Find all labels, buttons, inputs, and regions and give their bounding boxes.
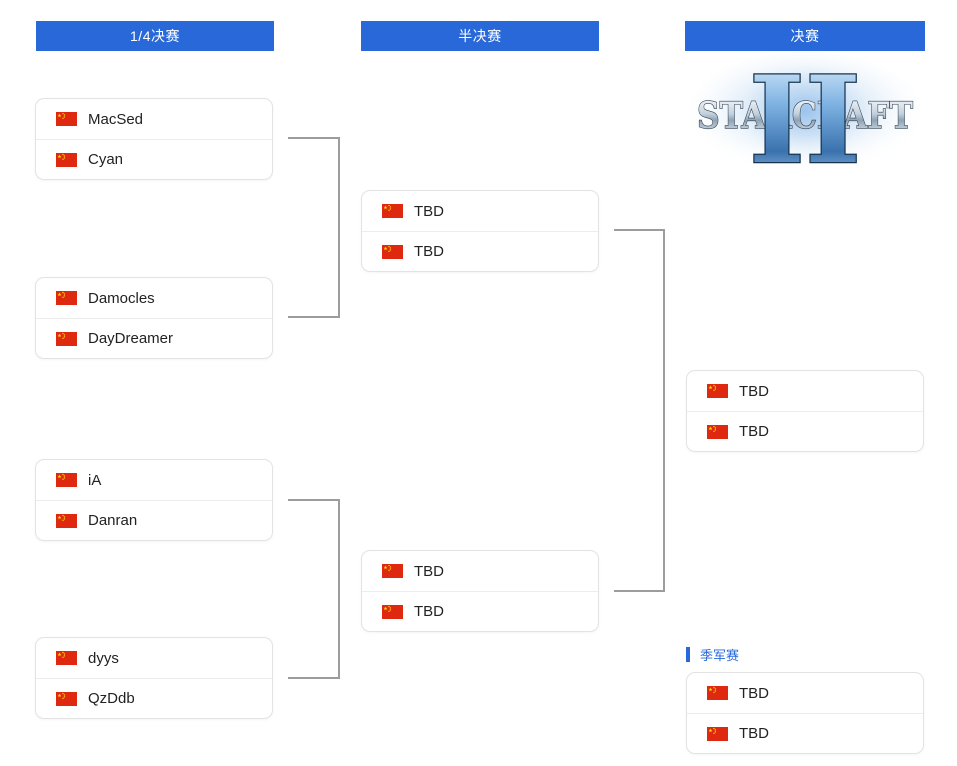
connector-sf1-sf2 bbox=[614, 229, 665, 592]
accent-bar bbox=[686, 646, 690, 662]
player-row: TBD bbox=[687, 713, 923, 753]
player-row: TBD bbox=[362, 591, 598, 631]
player-row: TBD bbox=[362, 551, 598, 591]
player-row: dyys bbox=[36, 638, 272, 678]
player-name: iA bbox=[88, 471, 102, 489]
column-header-finals: 决赛 bbox=[685, 21, 925, 51]
third-place-label: 季军赛 bbox=[686, 646, 740, 663]
china-flag-icon bbox=[707, 424, 728, 439]
china-flag-icon bbox=[56, 651, 77, 665]
starcraft2-logo: STARCRAFT II bbox=[688, 50, 924, 184]
player-name: TBD bbox=[414, 202, 444, 220]
china-flag-icon bbox=[56, 291, 77, 305]
china-flag-icon bbox=[382, 244, 403, 259]
china-flag-icon bbox=[707, 726, 728, 741]
player-row: TBD bbox=[362, 191, 598, 231]
player-name: dyys bbox=[88, 649, 119, 667]
china-flag-icon bbox=[707, 384, 728, 398]
logo-title: STARCRAFT bbox=[697, 95, 913, 137]
player-row: TBD bbox=[687, 673, 923, 713]
china-flag-icon bbox=[382, 604, 403, 619]
third-place-title: 季军赛 bbox=[700, 647, 740, 663]
player-name: MacSed bbox=[88, 110, 144, 128]
player-row: TBD bbox=[687, 371, 923, 411]
china-flag-icon bbox=[56, 112, 77, 126]
column-header-quarterfinals: 1/4决赛 bbox=[36, 21, 274, 51]
logo-numeral: II bbox=[749, 50, 861, 184]
match-qf1: MacSed Cyan bbox=[35, 98, 273, 180]
match-sf2: TBD TBD bbox=[361, 550, 599, 632]
player-name: QzDdb bbox=[88, 690, 135, 707]
player-row: Danran bbox=[36, 500, 272, 540]
china-flag-icon bbox=[382, 564, 403, 578]
player-name: TBD bbox=[739, 725, 769, 742]
match-third-place: TBD TBD bbox=[686, 672, 924, 754]
player-name: TBD bbox=[414, 603, 444, 620]
player-row: MacSed bbox=[36, 99, 272, 139]
player-row: TBD bbox=[687, 411, 923, 451]
china-flag-icon bbox=[56, 473, 77, 487]
player-row: Cyan bbox=[36, 139, 272, 179]
player-name: TBD bbox=[739, 684, 769, 702]
match-qf4: dyys QzDdb bbox=[35, 637, 273, 719]
china-flag-icon bbox=[707, 686, 728, 700]
player-row: Damocles bbox=[36, 278, 272, 318]
player-row: TBD bbox=[362, 231, 598, 271]
china-flag-icon bbox=[56, 513, 77, 528]
logo-glow-inner bbox=[733, 64, 877, 164]
connector-qf1-qf2 bbox=[288, 137, 340, 318]
china-flag-icon bbox=[56, 331, 77, 346]
player-name: TBD bbox=[414, 562, 444, 580]
match-final: TBD TBD bbox=[686, 370, 924, 452]
player-name: Cyan bbox=[88, 151, 124, 168]
player-name: Damocles bbox=[88, 289, 155, 307]
match-sf1: TBD TBD bbox=[361, 190, 599, 272]
china-flag-icon bbox=[56, 152, 77, 167]
player-name: TBD bbox=[739, 382, 769, 400]
player-row: DayDreamer bbox=[36, 318, 272, 358]
player-name: TBD bbox=[739, 423, 769, 440]
player-name: Danran bbox=[88, 512, 138, 529]
player-name: DayDreamer bbox=[88, 330, 174, 347]
match-qf2: Damocles DayDreamer bbox=[35, 277, 273, 359]
connector-qf3-qf4 bbox=[288, 499, 340, 679]
china-flag-icon bbox=[382, 204, 403, 218]
player-name: TBD bbox=[414, 243, 444, 260]
player-row: QzDdb bbox=[36, 678, 272, 718]
player-row: iA bbox=[36, 460, 272, 500]
match-qf3: iA Danran bbox=[35, 459, 273, 541]
china-flag-icon bbox=[56, 691, 77, 706]
column-header-semifinals: 半决赛 bbox=[361, 21, 599, 51]
